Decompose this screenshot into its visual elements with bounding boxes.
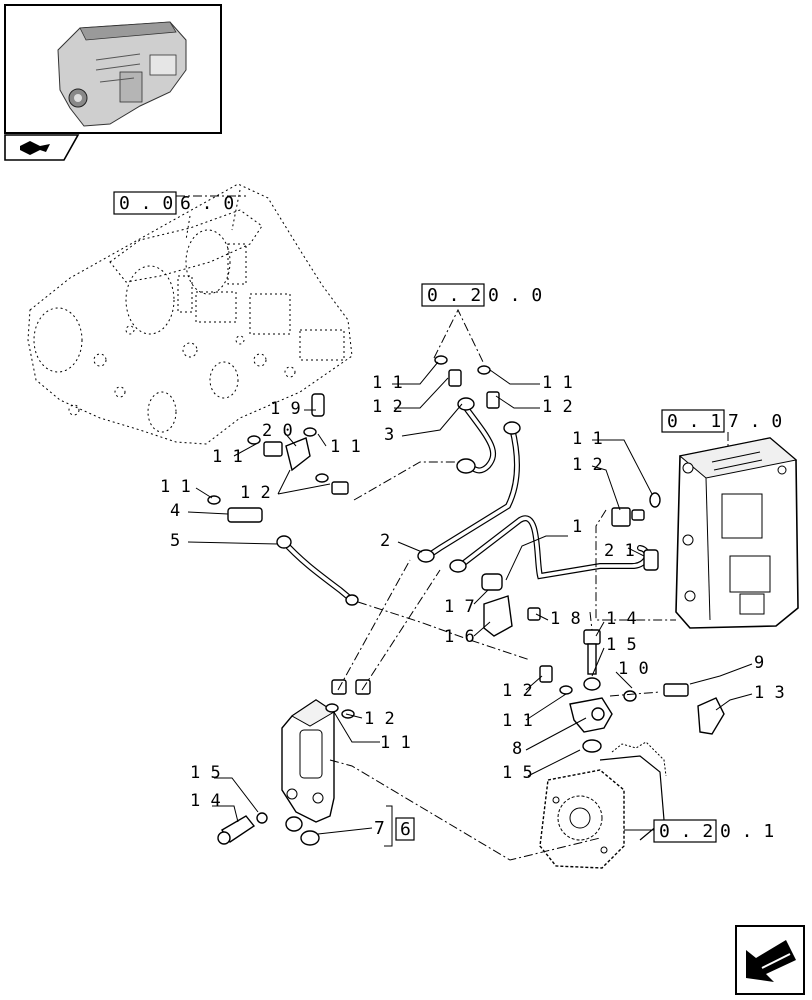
- reference-r5[interactable]: 7 6: [374, 817, 415, 841]
- engine-block-drawing: [27, 183, 353, 445]
- callout-label: 1 2: [240, 483, 271, 503]
- callout-label: 1 1: [380, 733, 411, 753]
- reference-r1-boxed: 0 . 0: [119, 193, 173, 214]
- callout-label: 1 9: [270, 399, 301, 419]
- callout-label: 1 8: [550, 609, 581, 629]
- connection-lines: [176, 195, 729, 861]
- fuel-pump-drawing: [539, 741, 667, 869]
- callout-labels: 1 1 1 1 1 2 1 2 3 1 9 2 0 1 1 1 1 1 2 1 …: [160, 373, 785, 811]
- reference-r3-rest: 7 . 0: [728, 411, 782, 432]
- reference-r2-boxed: 0 . 2: [427, 285, 481, 306]
- next-page-arrow-icon: [746, 940, 796, 982]
- fittings: [207, 355, 725, 846]
- callout-label: 1 2: [372, 397, 403, 417]
- callout-label: 1 5: [190, 763, 221, 783]
- callout-label: 1 1: [502, 711, 533, 731]
- reference-r2[interactable]: 0 . 2 0 . 0: [421, 283, 542, 307]
- callout-label: 1 1: [212, 447, 243, 467]
- callout-label: 1 6: [444, 627, 475, 647]
- reference-r1[interactable]: 0 . 0 6 . 0: [113, 191, 234, 215]
- callout-label: 1 7: [444, 597, 475, 617]
- callout-label: 1 1: [160, 477, 191, 497]
- callout-label: 9: [754, 653, 764, 673]
- callout-label: 1 2: [572, 455, 603, 475]
- reference-r4-boxed: 0 . 2: [659, 821, 713, 842]
- bracket-housing-drawing: [281, 699, 335, 823]
- callout-label: 1 1: [372, 373, 403, 393]
- callout-label: 2 1: [604, 541, 635, 561]
- engine-thumbnail-icon: [57, 21, 187, 127]
- callout-label: 1 1: [542, 373, 573, 393]
- callout-label: 4: [170, 501, 180, 521]
- next-page-button[interactable]: [735, 925, 805, 995]
- section-nav-tab[interactable]: [4, 134, 80, 161]
- leader-lines: [187, 361, 753, 847]
- reference-r5-boxed: 6: [400, 819, 411, 840]
- callout-label: 5: [170, 531, 180, 551]
- engine-thumbnail[interactable]: [4, 4, 222, 134]
- reference-r4-rest: 0 . 1: [720, 821, 774, 842]
- callout-label: 1 4: [190, 791, 221, 811]
- section-arrow-icon: [20, 141, 50, 155]
- reference-r5-num: 7: [374, 818, 385, 839]
- callout-label: 1 5: [606, 635, 637, 655]
- callout-label: 1 1: [572, 429, 603, 449]
- reference-r1-rest: 6 . 0: [180, 193, 234, 214]
- reference-r4[interactable]: 0 . 2 0 . 1: [653, 819, 774, 843]
- reference-r3[interactable]: 0 . 1 7 . 0: [661, 409, 782, 433]
- callout-label: 1 2: [542, 397, 573, 417]
- callout-label: 2: [380, 531, 390, 551]
- callout-label: 1: [572, 517, 582, 537]
- callout-label: 3: [384, 425, 394, 445]
- callout-label: 1 2: [502, 681, 533, 701]
- callout-label: 2 0: [262, 421, 293, 441]
- reference-r2-rest: 0 . 0: [488, 285, 542, 306]
- callout-label: 8: [512, 739, 522, 759]
- ecu-module-drawing: [675, 437, 799, 629]
- callout-label: 1 0: [618, 659, 649, 679]
- callout-label: 1 2: [364, 709, 395, 729]
- callout-label: 1 4: [606, 609, 637, 629]
- callout-label: 1 1: [330, 437, 361, 457]
- callout-label: 1 5: [502, 763, 533, 783]
- callout-label: 1 3: [754, 683, 785, 703]
- reference-r3-boxed: 0 . 1: [667, 411, 721, 432]
